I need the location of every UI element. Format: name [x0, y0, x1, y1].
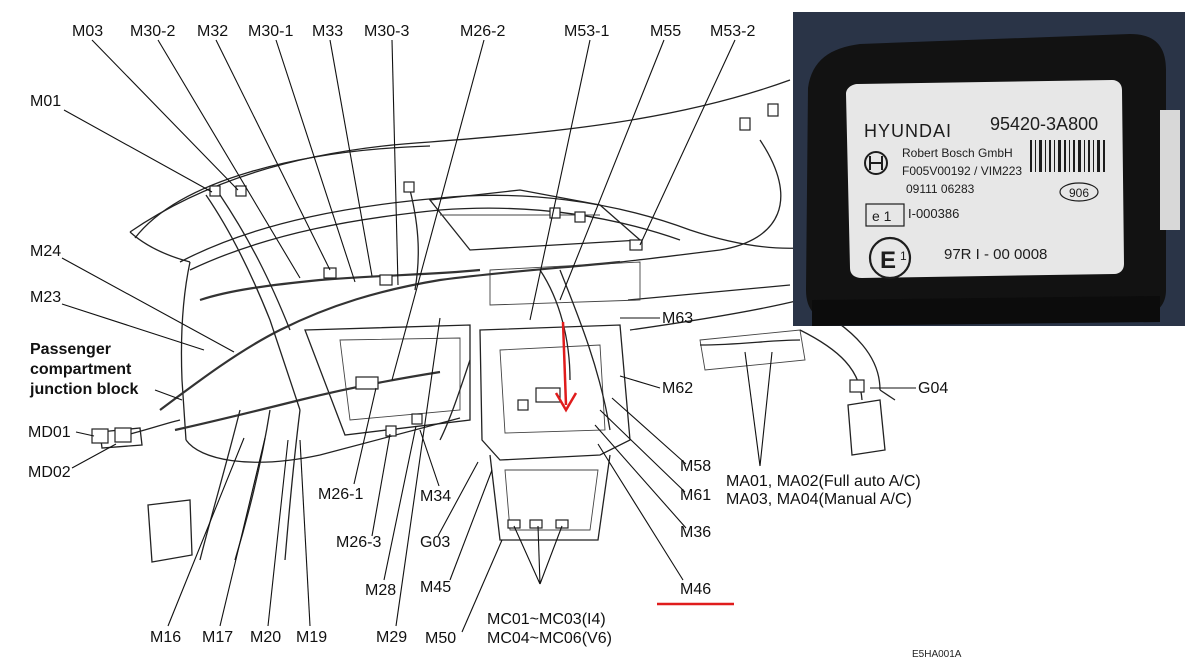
label-ma01-ma02: MA01, MA02(Full auto A/C) [726, 473, 921, 490]
leader-lines [61, 39, 916, 633]
label-m36: M36 [680, 524, 711, 541]
photo-bosch-number: F005V00192 / VIM223 [902, 164, 1022, 178]
photo-code-906: 906 [1069, 186, 1089, 200]
label-m26-1: M26-1 [318, 486, 363, 503]
label-junction-line3: junction block [29, 381, 139, 398]
diagram-code: E5HA001A [912, 649, 962, 660]
label-g03: G03 [420, 534, 450, 551]
label-m30-1: M30-1 [248, 23, 293, 40]
code-906-oval [1059, 182, 1099, 202]
barcode [1030, 140, 1105, 172]
photo-part-number: 95420-3A800 [990, 114, 1098, 134]
photo-approval-mark: E [880, 247, 896, 274]
part-label-sticker [846, 80, 1124, 278]
label-m20: M20 [250, 629, 281, 646]
annotation-arrow-shaft [561, 321, 568, 406]
dashboard-drawing [99, 79, 896, 563]
connectors [91, 103, 865, 529]
label-junction-line1: Passenger [30, 341, 111, 358]
label-mc04-mc06: MC04~MC06(V6) [487, 630, 612, 647]
label-junction-line2: compartment [30, 361, 132, 378]
label-m03: M03 [72, 23, 103, 40]
label-md02: MD02 [28, 464, 71, 481]
label-m46: M46 [680, 581, 711, 598]
label-m55: M55 [650, 23, 681, 40]
label-m53-1: M53-1 [564, 23, 609, 40]
photo-approval-number: 97R I - 00 0008 [944, 246, 1047, 263]
label-g04: G04 [918, 380, 948, 397]
label-m34: M34 [420, 488, 451, 505]
photo-e-mark: e 1 [872, 208, 892, 224]
label-mc01-mc03: MC01~MC03(I4) [487, 611, 606, 628]
photo-approval-digit: 1 [900, 249, 907, 263]
label-m28: M28 [365, 582, 396, 599]
label-m29: M29 [376, 629, 407, 646]
label-m33: M33 [312, 23, 343, 40]
part-labels: M03 M30-2 M32 M30-1 M33 M30-3 M26-2 M53-… [28, 23, 962, 660]
label-m45: M45 [420, 579, 451, 596]
label-m58: M58 [680, 458, 711, 475]
label-m23: M23 [30, 289, 61, 306]
label-m30-3: M30-3 [364, 23, 409, 40]
label-m24: M24 [30, 243, 61, 260]
label-md01: MD01 [28, 424, 71, 441]
label-m62: M62 [662, 380, 693, 397]
approval-circle [868, 236, 912, 280]
photo-brand: HYUNDAI [864, 121, 952, 141]
label-m01: M01 [30, 93, 61, 110]
photo-maker: Robert Bosch GmbH [902, 146, 1013, 160]
red-annotations [554, 321, 734, 606]
label-m61: M61 [680, 487, 711, 504]
label-m32: M32 [197, 23, 228, 40]
label-m16: M16 [150, 629, 181, 646]
label-m53-2: M53-2 [710, 23, 755, 40]
e-mark-box [865, 203, 905, 227]
label-m63: M63 [662, 310, 693, 327]
label-m50: M50 [425, 630, 456, 647]
annotation-arrow-head [554, 392, 578, 413]
label-m26-3: M26-3 [336, 534, 381, 551]
bosch-logo-icon [864, 151, 888, 175]
label-m26-2: M26-2 [460, 23, 505, 40]
label-m30-2: M30-2 [130, 23, 175, 40]
label-ma03-ma04: MA03, MA04(Manual A/C) [726, 491, 912, 508]
photo-date-code: 09111 06283 [906, 182, 975, 196]
label-m17: M17 [202, 629, 233, 646]
photo-e-number: I-000386 [908, 206, 959, 221]
label-m19: M19 [296, 629, 327, 646]
inset-photo: HYUNDAI 95420-3A800 Robert Bosch GmbH F0… [793, 12, 1185, 326]
